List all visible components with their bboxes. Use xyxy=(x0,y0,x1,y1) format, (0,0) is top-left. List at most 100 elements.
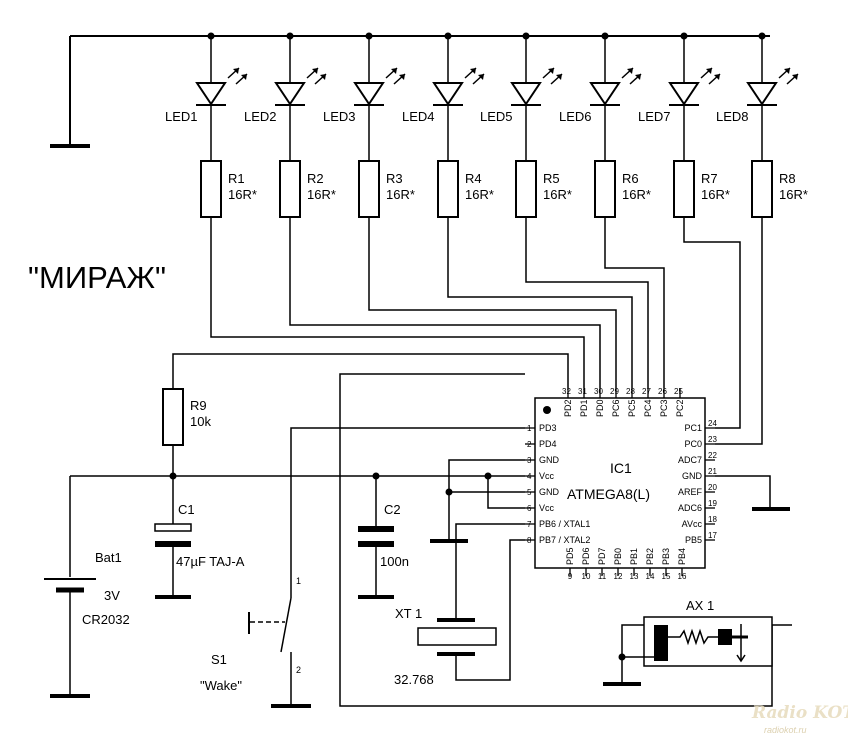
ic-pin-label: PC4 xyxy=(643,399,653,417)
ic-pin-label: PD0 xyxy=(595,399,605,417)
led-resistor-array: LED1R116R*LED2R216R*LED3R316R*LED4R416R*… xyxy=(165,32,808,218)
c1-name: C1 xyxy=(178,502,195,517)
ic-pin-label: GND xyxy=(539,455,560,465)
ic-pin-number: 4 xyxy=(527,472,532,481)
resistor-body xyxy=(594,160,616,218)
led-diode-icon xyxy=(195,82,227,106)
ic-pin-number: 28 xyxy=(626,387,635,396)
ic-pin-number: 12 xyxy=(614,572,623,581)
ic-pin-number: 25 xyxy=(674,387,683,396)
resistor-name: R8 xyxy=(779,171,796,186)
resistor-body xyxy=(673,160,695,218)
ic-pin-number: 18 xyxy=(708,515,717,524)
s1-switch: 1 2 S1 "Wake" xyxy=(200,427,525,708)
ic-pin-number: 1 xyxy=(527,424,532,433)
led-diode-icon xyxy=(510,82,542,106)
c2-name: C2 xyxy=(384,502,401,517)
led-label: LED2 xyxy=(244,109,277,124)
led-label: LED7 xyxy=(638,109,671,124)
ic-pin-label: Vcc xyxy=(539,471,555,481)
resistor-name: R7 xyxy=(701,171,718,186)
ic-pin-number: 17 xyxy=(708,531,717,540)
ic-pin-number: 15 xyxy=(662,572,671,581)
ic1-atmega8: IC1 ATMEGA8(L) 32PD231PD130PD029PC628PC5… xyxy=(525,387,717,581)
ic-pin-label: PB0 xyxy=(613,548,623,565)
ic-pin-number: 27 xyxy=(642,387,651,396)
led-signal-wires xyxy=(210,217,763,445)
resistor-body xyxy=(358,160,380,218)
ic-pin-label: PB2 xyxy=(645,548,655,565)
led-diode-icon xyxy=(589,82,621,106)
c1-capacitor: C1 47µF TAJ-A xyxy=(154,476,245,599)
led-diode-icon xyxy=(432,82,464,106)
resistor-name: R5 xyxy=(543,171,560,186)
ic-pin-number: 26 xyxy=(658,387,667,396)
top-rail xyxy=(50,35,770,148)
ic-pin-number: 6 xyxy=(527,504,532,513)
s1-name: S1 xyxy=(211,652,227,667)
diagram-title: "МИРАЖ" xyxy=(28,260,166,295)
led-diode-icon xyxy=(746,82,778,106)
ic-pin-number: 32 xyxy=(562,387,571,396)
resistor-body xyxy=(279,160,301,218)
ic-pin-label: PD2 xyxy=(563,399,573,417)
s1-label: "Wake" xyxy=(200,678,242,693)
s1-pin1: 1 xyxy=(296,576,301,586)
xt1-value: 32.768 xyxy=(394,672,434,687)
bat1-voltage: 3V xyxy=(104,588,120,603)
c1-value: 47µF TAJ-A xyxy=(176,554,245,569)
ic1-pins: 32PD231PD130PD029PC628PC527PC426PC325PC2… xyxy=(525,387,717,581)
ic-pin-label: ADC6 xyxy=(678,503,702,513)
watermark-site: radiokot.ru xyxy=(764,725,807,735)
r9-body xyxy=(162,388,184,446)
led-diode-icon xyxy=(274,82,306,106)
vcc-rail xyxy=(70,472,525,509)
ic-pin-number: 10 xyxy=(582,572,591,581)
ic-pin-label: PB5 xyxy=(685,535,702,545)
ic-pin-number: 30 xyxy=(594,387,603,396)
xt1-name: XT 1 xyxy=(395,606,422,621)
resistor-value: 16R* xyxy=(228,187,257,202)
ic-pin-number: 3 xyxy=(527,456,532,465)
ax1-jack: AX 1 xyxy=(339,373,792,707)
resistor-value: 16R* xyxy=(307,187,336,202)
resistor-value: 16R* xyxy=(622,187,651,202)
ic-pin-label: PD1 xyxy=(579,399,589,417)
ic-pin-number: 8 xyxy=(527,536,532,545)
resistor-value: 16R* xyxy=(386,187,415,202)
r9-name: R9 xyxy=(190,398,207,413)
ic-pin-label: PD4 xyxy=(539,439,557,449)
ic-pin-number: 22 xyxy=(708,451,717,460)
ic-pin-number: 23 xyxy=(708,435,717,444)
ic-pin-number: 14 xyxy=(646,572,655,581)
led-diode-icon xyxy=(668,82,700,106)
led-label: LED6 xyxy=(559,109,592,124)
ic-pin-label: PB6 / XTAL1 xyxy=(539,519,590,529)
ic-pin-label: PB4 xyxy=(677,548,687,565)
ic-pin-number: 9 xyxy=(568,572,573,581)
resistor-body xyxy=(515,160,537,218)
ic-pin-number: 13 xyxy=(630,572,639,581)
ic-pin-label: PB7 / XTAL2 xyxy=(539,535,590,545)
resistor-value: 16R* xyxy=(779,187,808,202)
resistor-value: 16R* xyxy=(465,187,494,202)
ic-pin-label: PD5 xyxy=(565,547,575,565)
r9-network: R9 10k xyxy=(162,353,569,476)
ic-pin-label: GND xyxy=(539,487,560,497)
ic-pin-label: PC0 xyxy=(684,439,702,449)
ic-pin-label: PB3 xyxy=(661,548,671,565)
led-label: LED1 xyxy=(165,109,198,124)
ic-pin-label: PD7 xyxy=(597,547,607,565)
resistor-name: R4 xyxy=(465,171,482,186)
ic-pin-label: AREF xyxy=(678,487,703,497)
right-gnd xyxy=(715,475,790,511)
ic-pin-label: PB1 xyxy=(629,548,639,565)
ic-gnd-wiring xyxy=(430,459,525,543)
ic1-body xyxy=(534,397,706,569)
